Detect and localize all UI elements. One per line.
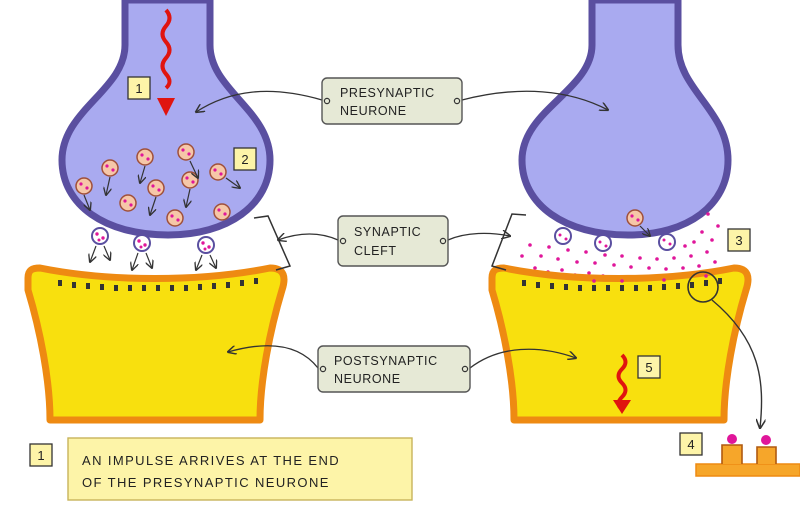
step-1-badge: 1	[127, 76, 151, 100]
label-cleft-line2: CLEFT	[354, 244, 397, 258]
step-4-badge: 4	[679, 432, 703, 456]
vesicles-left	[75, 143, 231, 227]
magnifier-arrow	[711, 299, 762, 428]
svg-text:3: 3	[735, 233, 742, 248]
receptors-right	[522, 278, 722, 291]
bound-transmitters-right	[592, 274, 708, 283]
postsynaptic-neurone-right	[488, 264, 752, 424]
label-cleft: SYNAPTIC CLEFT	[337, 215, 449, 267]
caption-line-1: AN IMPULSE ARRIVES AT THE END	[82, 453, 340, 468]
svg-text:2: 2	[241, 152, 248, 167]
postsynaptic-neurone-left	[24, 264, 288, 424]
caption-line-2: OF THE PRESYNAPTIC NEURONE	[82, 475, 330, 490]
impulse-arrow-right	[613, 353, 631, 414]
label-cleft-line1: SYNAPTIC	[354, 225, 421, 239]
caption: 1 AN IMPULSE ARRIVES AT THE END OF THE P…	[29, 437, 413, 501]
svg-text:4: 4	[687, 437, 694, 452]
caption-number: 1	[37, 448, 44, 463]
neurotransmitter-cloud	[520, 212, 720, 281]
vesicle-dots-left	[79, 148, 227, 222]
label-presynaptic-line1: PRESYNAPTIC	[340, 86, 435, 100]
label-postsynaptic-line2: NEURONE	[334, 372, 401, 386]
step-3-badge: 3	[727, 228, 751, 252]
presynaptic-terminal-left	[58, 0, 274, 239]
receptors-left	[58, 278, 258, 291]
label-presynaptic-line2: NEURONE	[340, 104, 407, 118]
label-presynaptic: PRESYNAPTIC NEURONE	[321, 77, 463, 125]
presynaptic-terminal-right	[518, 0, 732, 239]
step-5-badge: 5	[637, 355, 661, 379]
svg-text:5: 5	[645, 360, 652, 375]
exocytosis-left	[90, 227, 216, 270]
svg-text:1: 1	[135, 81, 142, 96]
label-postsynaptic: POSTSYNAPTIC NEURONE	[317, 345, 471, 393]
receptor-detail	[695, 434, 800, 477]
cleft-bracket-left	[253, 215, 292, 271]
impulse-arrow-left	[157, 8, 175, 116]
vesicle-arrows-left	[84, 160, 240, 215]
magnifier-circle	[687, 271, 719, 303]
cleft-bracket-right	[491, 213, 527, 271]
label-connectors	[196, 90, 608, 369]
vesicle-right	[626, 209, 650, 236]
step-2-badge: 2	[233, 147, 257, 171]
label-postsynaptic-line1: POSTSYNAPTIC	[334, 354, 438, 368]
